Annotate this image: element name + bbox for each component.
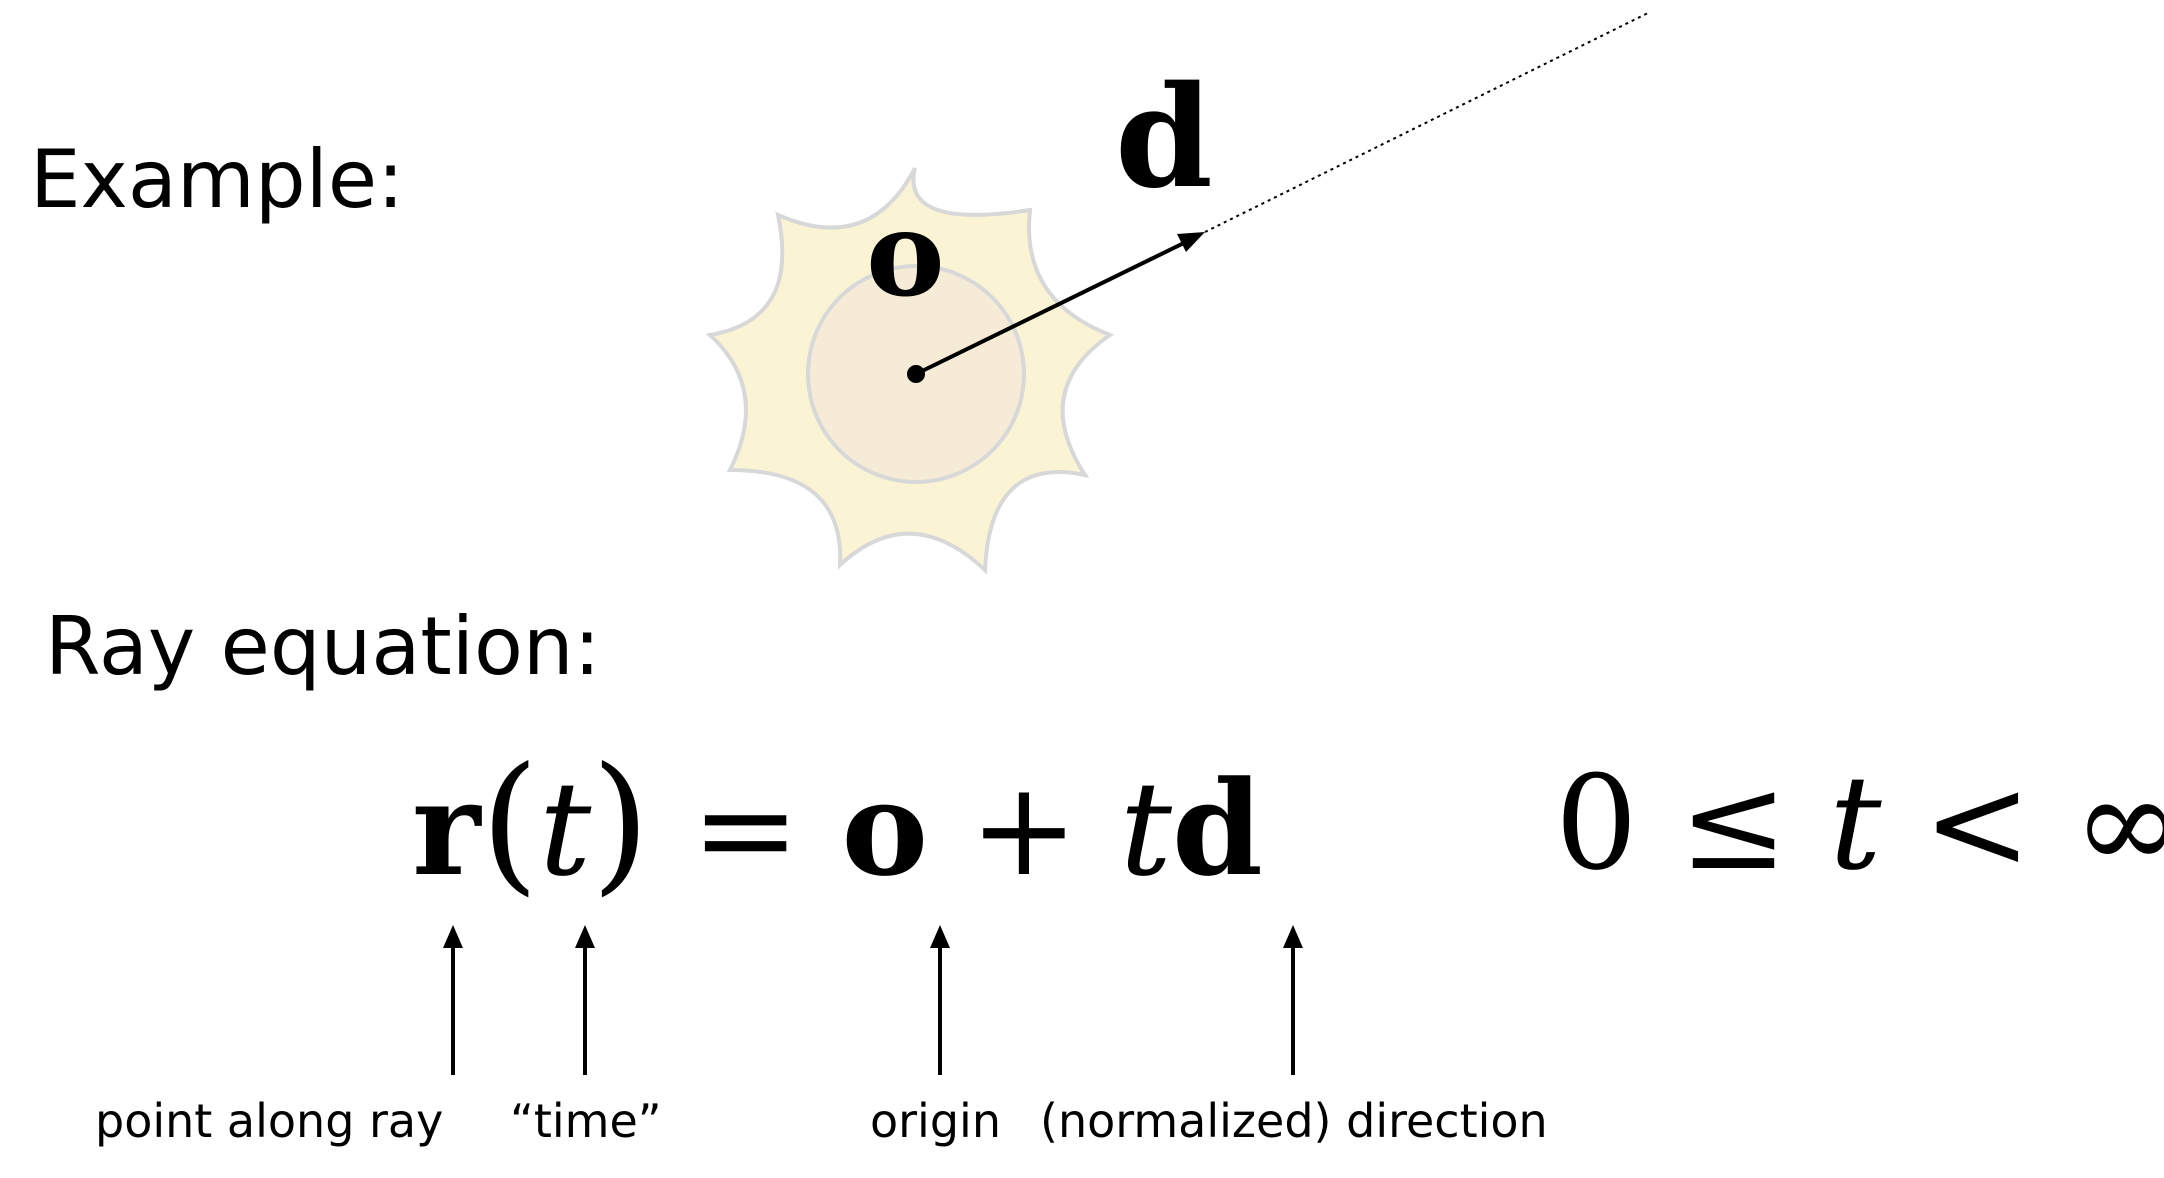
annotation-point-along-ray: point along ray <box>95 1094 444 1148</box>
annotation-direction: (normalized) direction <box>1040 1094 1548 1148</box>
arrow-point-head <box>443 925 463 948</box>
annotation-arrows <box>443 925 1303 1075</box>
range-zero: 0 <box>1555 747 1638 899</box>
direction-vector <box>915 238 1191 376</box>
eq-plus: + <box>969 753 1079 905</box>
eq-t2: t <box>1119 753 1172 905</box>
annotation-origin: origin <box>870 1094 1001 1148</box>
range-infinity: ∞ <box>2073 747 2164 899</box>
eq-r: r <box>412 752 481 905</box>
eq-equals: = <box>691 753 801 905</box>
range-leq: ≤ <box>1679 747 1788 899</box>
eq-open-paren: ( <box>480 736 540 910</box>
range-lt: < <box>1922 747 2032 899</box>
origin-point <box>907 365 925 383</box>
ray-continuation-dotted <box>1204 11 1651 233</box>
eq-d: d <box>1171 752 1263 905</box>
direction-label: d <box>1115 56 1213 220</box>
origin-label: o <box>866 184 945 323</box>
eq-close-paren: ) <box>591 736 650 910</box>
arrow-time-head <box>575 925 595 948</box>
direction-arrowhead <box>1177 232 1205 252</box>
eq-t: t <box>539 753 592 905</box>
parameter-range: 0 ≤ t < ∞ <box>1555 748 2164 898</box>
ray-equation-heading: Ray equation: <box>45 600 601 693</box>
range-t: t <box>1829 747 1882 899</box>
annotation-time: “time” <box>510 1094 662 1148</box>
ray-equation: r(t) = o + td <box>412 748 1263 904</box>
arrow-direction-head <box>1283 925 1303 948</box>
example-heading: Example: <box>30 133 405 226</box>
eq-o: o <box>841 752 929 905</box>
arrow-origin-head <box>930 925 950 948</box>
